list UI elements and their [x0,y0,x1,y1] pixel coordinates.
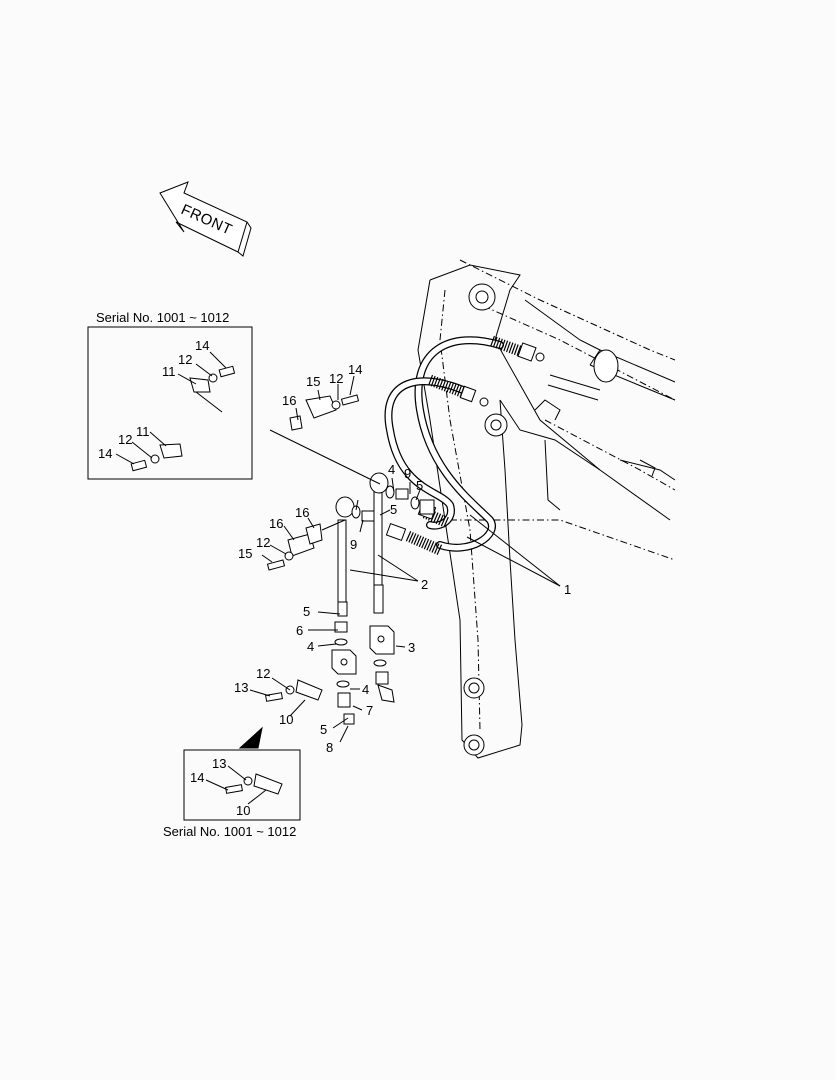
callout-12: 12 [118,432,132,447]
hose-assembly-1 [384,335,545,556]
callout-10: 10 [236,803,250,818]
callout-10: 10 [279,712,293,727]
callout-13: 13 [234,680,248,695]
callout-2: 2 [421,577,428,592]
callout-12: 12 [178,352,192,367]
front-arrow-icon: FRONT [159,181,252,257]
callout-12: 12 [256,535,270,550]
callout-1: 1 [564,582,571,597]
callout-4: 4 [307,639,314,654]
serial-label-bottom: Serial No. 1001 ~ 1012 [163,824,296,839]
callout-16: 16 [295,505,309,520]
callout-9: 9 [404,466,411,481]
callout-11: 11 [162,364,176,379]
callout-14: 14 [195,338,209,353]
part-callouts: 1 2 3 4 4 4 5 5 5 5 6 7 8 9 9 10 10 11 1… [98,338,571,818]
boom-structure [417,259,676,759]
clamp-hardware [265,394,381,702]
callout-12: 12 [329,371,343,386]
callout-13: 14 [190,770,204,785]
callout-11: 11 [136,424,150,439]
detail-inset-top [87,326,253,480]
callout-5: 5 [416,478,423,493]
callout-14: 14 [98,446,112,461]
leader-lines [115,351,561,805]
callout-6: 6 [296,623,303,638]
callout-7: 7 [366,703,373,718]
steel-pipes-2 [335,472,435,617]
serial-label-top: Serial No. 1001 ~ 1012 [96,310,229,325]
callout-8: 8 [326,740,333,755]
valve-blocks-3 [331,621,395,725]
callout-4: 4 [362,682,369,697]
callout-16: 16 [282,393,296,408]
callout-3: 3 [408,640,415,655]
callout-15: 15 [306,374,320,389]
callout-12: 12 [256,666,270,681]
callout-12: 13 [212,756,226,771]
callout-5: 5 [390,502,397,517]
callout-5: 5 [320,722,327,737]
callout-14: 14 [348,362,362,377]
callout-4: 4 [388,462,395,477]
detail-inset-bottom [183,726,301,821]
callout-5: 5 [303,604,310,619]
callout-9: 9 [350,537,357,552]
callout-15: 16 [269,516,283,531]
callout-14: 15 [238,546,252,561]
